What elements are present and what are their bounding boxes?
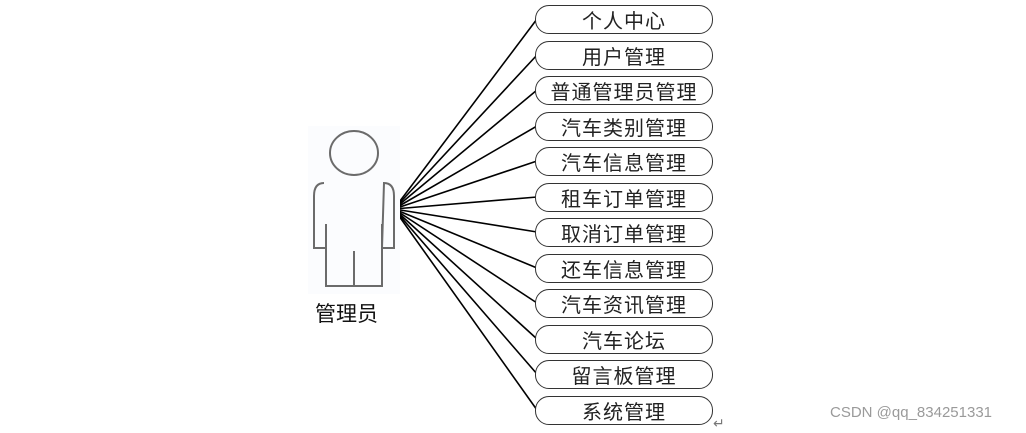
- use-case-message-board-management[interactable]: 留言板管理: [535, 360, 713, 389]
- use-case-rental-order-management[interactable]: 租车订单管理: [535, 183, 713, 212]
- actor-figure: [308, 126, 400, 294]
- use-case-personal-center[interactable]: 个人中心: [535, 5, 713, 34]
- use-case-car-news-management[interactable]: 汽车资讯管理: [535, 289, 713, 318]
- use-case-cancel-order-management[interactable]: 取消订单管理: [535, 218, 713, 247]
- return-mark: ↵: [713, 416, 725, 432]
- use-case-car-forum[interactable]: 汽车论坛: [535, 325, 713, 354]
- use-case-admin-management[interactable]: 普通管理员管理: [535, 76, 713, 105]
- use-case-system-management[interactable]: 系统管理: [535, 396, 713, 425]
- use-case-user-management[interactable]: 用户管理: [535, 41, 713, 70]
- actor-label: 管理员: [315, 302, 378, 326]
- watermark: CSDN @qq_834251331: [830, 404, 993, 421]
- person-icon: [313, 130, 395, 287]
- use-case-return-info-management[interactable]: 还车信息管理: [535, 254, 713, 283]
- use-case-car-info-management[interactable]: 汽车信息管理: [535, 147, 713, 176]
- use-case-car-category-management[interactable]: 汽车类别管理: [535, 112, 713, 141]
